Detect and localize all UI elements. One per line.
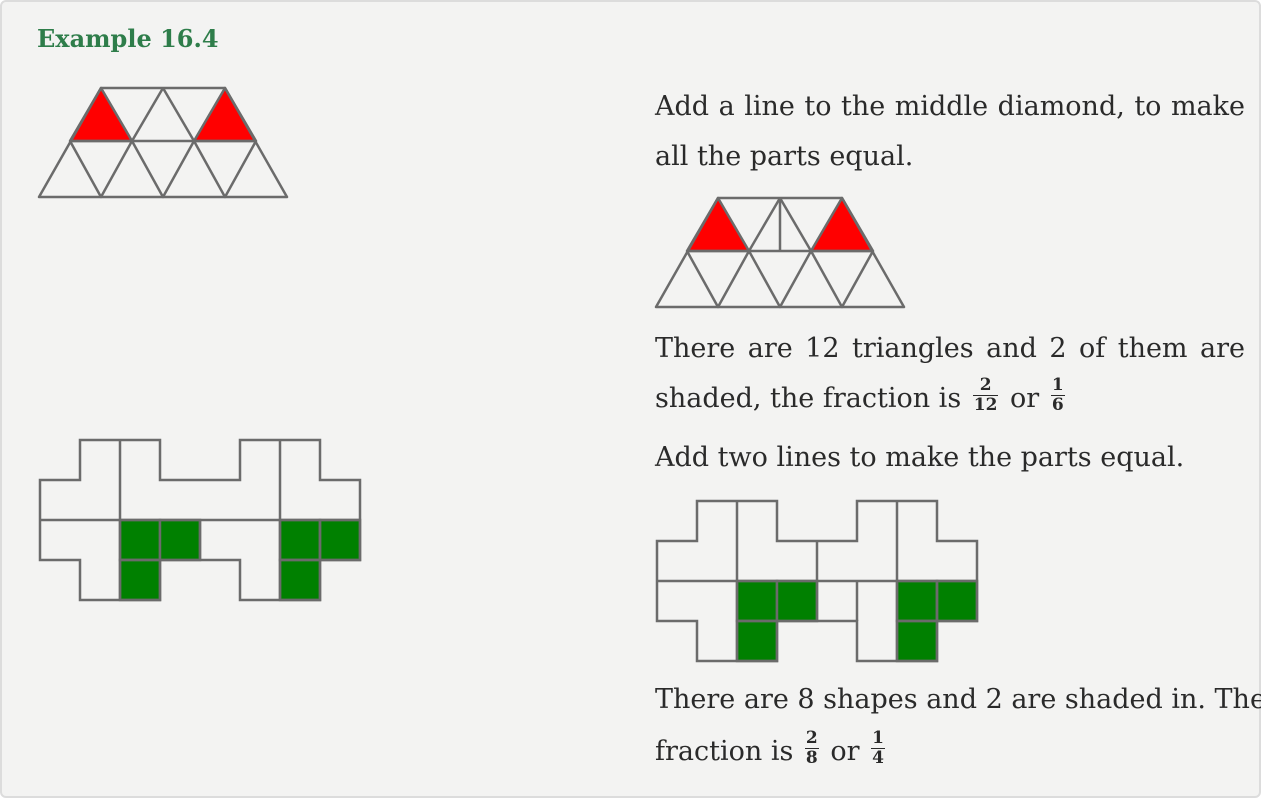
- squares-instruction: Add two lines to make the parts equal.: [655, 442, 1185, 473]
- outline: [38, 438, 362, 602]
- shaded-triangle: [809, 196, 875, 253]
- squares-figure-original: [38, 438, 362, 602]
- triangles-instruction: Add a line to the middle diamond, to mak…: [655, 91, 1245, 172]
- squares-result-text: fraction is: [655, 736, 794, 767]
- connector-or: or: [830, 736, 860, 767]
- triangles-result: There are 12 triangles and 2 of them are…: [655, 324, 1245, 424]
- trapezoid-outline: [37, 86, 289, 199]
- triangles-result-text: There are 12 triangles and 2 of them are…: [655, 333, 1245, 414]
- example-title: Example 16.4: [37, 24, 219, 53]
- squares-figure-completed: [655, 499, 979, 663]
- triangle-figure-original: [37, 86, 289, 199]
- shaded-triangle: [685, 196, 751, 253]
- connector-or: or: [1010, 383, 1040, 414]
- squares-result-line1: There are 8 shapes and 2 are shaded in. …: [655, 684, 1261, 715]
- shaded-triangle: [68, 86, 134, 143]
- trapezoid-outline: [654, 196, 906, 309]
- shaded-triangle: [192, 86, 258, 143]
- triangle-figure-completed: [654, 196, 906, 309]
- outline: [655, 499, 979, 663]
